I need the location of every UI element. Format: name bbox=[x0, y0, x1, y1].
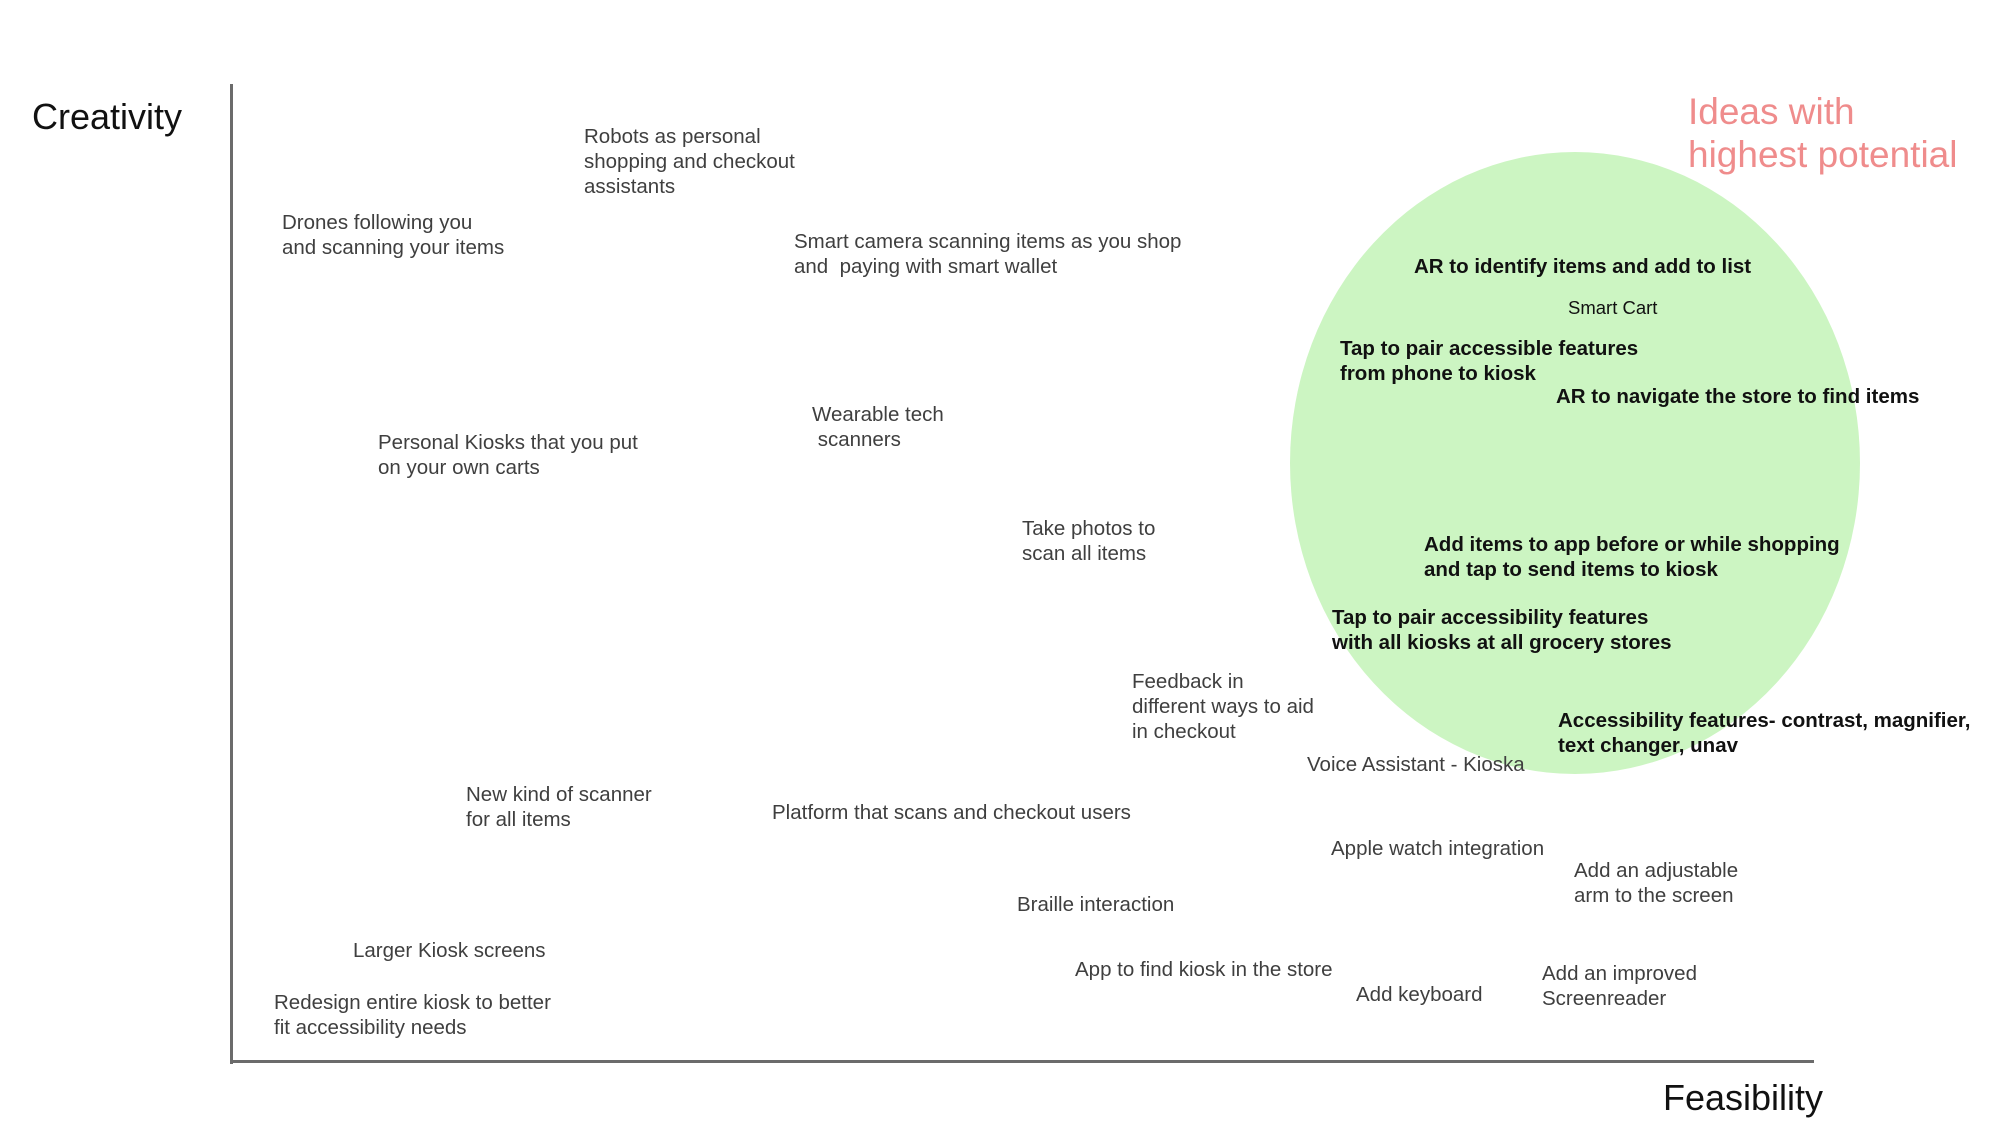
idea-label: App to find kiosk in the store bbox=[1075, 958, 1333, 981]
idea-label: Add an adjustable arm to the screen bbox=[1574, 859, 1739, 907]
idea-label: Add an improved Screenreader bbox=[1542, 962, 1697, 1010]
idea-label: New kind of scanner for all items bbox=[466, 783, 652, 831]
idea-label: AR to identify items and add to list bbox=[1414, 255, 1752, 278]
idea-label: Add items to app before or while shoppin… bbox=[1424, 533, 1840, 581]
idea-label: Tap to pair accessible features from pho… bbox=[1340, 337, 1639, 385]
y-axis-line bbox=[230, 84, 233, 1064]
idea-label: Robots as personal shopping and checkout… bbox=[584, 125, 795, 198]
idea-label: Voice Assistant - Kioska bbox=[1307, 753, 1525, 776]
idea-label: AR to navigate the store to find items bbox=[1556, 385, 1920, 408]
idea-label: Braille interaction bbox=[1017, 893, 1175, 916]
idea-label: Drones following you and scanning your i… bbox=[282, 211, 505, 259]
x-axis-label: Feasibility bbox=[1663, 1077, 1824, 1118]
idea-label: Apple watch integration bbox=[1331, 837, 1545, 860]
idea-label: Tap to pair accessibility features with … bbox=[1332, 606, 1672, 654]
y-axis-label: Creativity bbox=[32, 96, 183, 137]
idea-label: Accessibility features- contrast, magnif… bbox=[1558, 709, 1971, 757]
highlight-title: Ideas with highest potential bbox=[1688, 91, 1958, 175]
idea-label: Redesign entire kiosk to better fit acce… bbox=[274, 991, 551, 1039]
idea-label: Smart camera scanning items as you shop … bbox=[794, 230, 1182, 278]
idea-label: Wearable tech scanners bbox=[812, 403, 944, 451]
idea-label: Personal Kiosks that you put on your own… bbox=[378, 431, 638, 479]
x-axis-line bbox=[230, 1060, 1814, 1063]
idea-label: Take photos to scan all items bbox=[1022, 517, 1156, 565]
highest-potential-region bbox=[1290, 152, 1860, 774]
idea-label: Add keyboard bbox=[1356, 983, 1483, 1006]
idea-label: Smart Cart bbox=[1568, 297, 1658, 318]
idea-label: Platform that scans and checkout users bbox=[772, 801, 1131, 824]
idea-label: Larger Kiosk screens bbox=[353, 939, 546, 962]
idea-label: Feedback in different ways to aid in che… bbox=[1132, 670, 1314, 743]
